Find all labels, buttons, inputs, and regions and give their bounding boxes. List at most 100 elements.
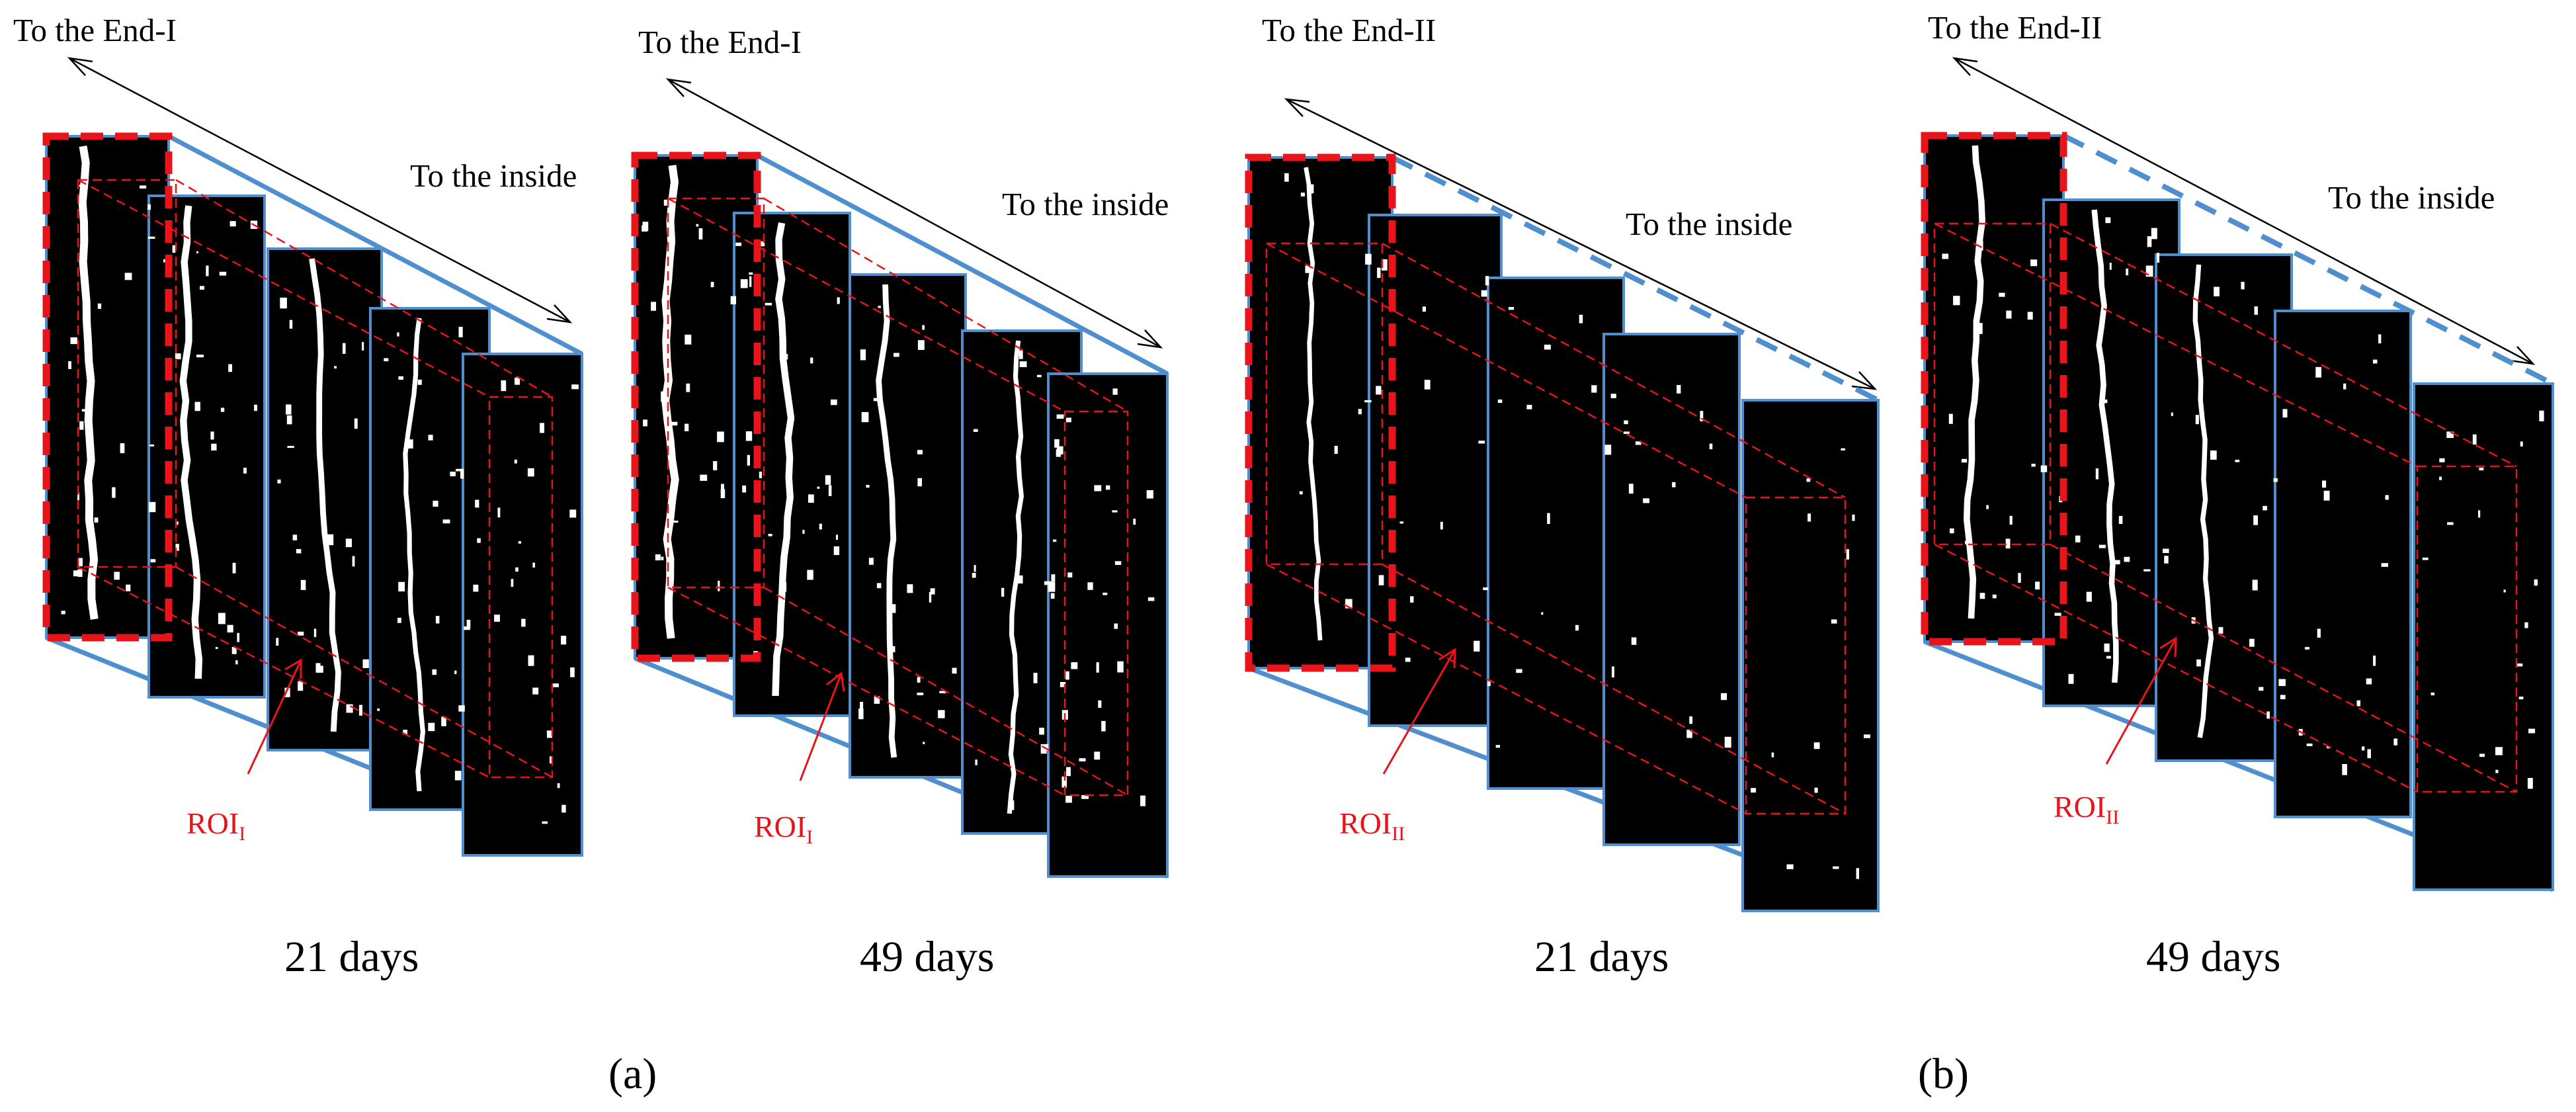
pore-speck <box>114 572 120 580</box>
arrowhead-inside <box>546 304 573 323</box>
stack-b2: To the End-II To the inside ROIII 49 day… <box>1921 9 2554 981</box>
pore-speck <box>362 342 364 351</box>
pore-speck <box>2151 228 2157 239</box>
direction-label: To the End-II <box>1262 12 1436 48</box>
pore-speck <box>515 377 520 385</box>
pore-speck <box>917 340 925 350</box>
pore-speck <box>428 435 433 441</box>
roi-pointer <box>2105 638 2177 765</box>
pore-speck <box>149 444 154 447</box>
arrowhead-end <box>665 78 692 97</box>
pore-speck <box>81 409 89 412</box>
pore-speck <box>540 423 544 433</box>
pore-speck <box>2105 217 2111 224</box>
pore-speck <box>2031 464 2036 467</box>
pore-speck <box>403 730 407 735</box>
pore-speck <box>2446 431 2454 439</box>
pore-speck <box>735 242 742 246</box>
pore-speck <box>833 546 840 555</box>
direction-arrow <box>667 78 1161 349</box>
pore-speck <box>974 565 976 572</box>
pore-speck <box>433 500 438 507</box>
pore-speck <box>466 619 471 628</box>
pore-speck <box>546 730 552 738</box>
pore-speck <box>532 562 535 568</box>
pore-speck <box>1410 596 1414 603</box>
pore-speck <box>1440 521 1443 530</box>
pore-speck <box>61 611 65 615</box>
pore-speck <box>1786 864 1794 869</box>
pore-speck <box>2104 643 2110 652</box>
crack-trace <box>772 222 795 697</box>
pore-speck <box>930 588 935 595</box>
pore-speck <box>1950 528 1954 534</box>
pore-speck <box>298 631 304 636</box>
pore-speck <box>228 364 232 372</box>
pore-speck <box>2054 613 2061 616</box>
pore-speck <box>1831 619 1837 624</box>
pore-speck <box>569 509 577 518</box>
pore-speck <box>354 418 358 429</box>
stack-caption: 49 days <box>860 933 994 981</box>
pore-speck <box>518 541 521 544</box>
pore-speck <box>643 419 647 427</box>
pore-speck <box>2143 569 2151 572</box>
pore-speck <box>2280 695 2286 699</box>
stack-top-edge <box>167 134 583 357</box>
pore-speck <box>1054 439 1059 448</box>
pore-speck <box>477 538 481 543</box>
roi-label: ROIII <box>1339 806 1405 845</box>
pore-speck <box>2479 753 2485 757</box>
ct-slice-3 <box>849 273 967 779</box>
pore-speck <box>346 704 353 713</box>
roi-pointer-head <box>826 671 845 692</box>
pore-speck <box>1033 673 1038 683</box>
pore-speck <box>220 407 225 412</box>
pore-speck <box>1961 458 1968 463</box>
pore-speck <box>175 521 179 525</box>
pore-speck <box>1140 795 1145 806</box>
crack-trace <box>309 258 341 732</box>
pore-speck <box>1056 449 1061 457</box>
pore-speck <box>289 320 293 329</box>
pore-speck <box>243 468 247 474</box>
roi-pointer-head <box>2159 636 2177 658</box>
roi-label: ROII <box>754 810 813 848</box>
ct-slice-4 <box>1602 333 1741 846</box>
roi-pointer <box>1382 649 1456 775</box>
pore-speck <box>352 556 355 567</box>
pore-speck <box>917 677 921 683</box>
pore-speck <box>2164 556 2169 564</box>
pore-speck <box>1977 241 1983 251</box>
pore-speck <box>1147 597 1155 601</box>
pore-speck <box>2327 746 2330 749</box>
pore-speck <box>2317 628 2321 638</box>
pore-speck <box>1953 296 1960 306</box>
pore-speck <box>1117 661 1124 673</box>
pore-speck <box>740 279 748 288</box>
inside-label: To the inside <box>2328 179 2495 216</box>
pore-speck <box>2343 383 2347 390</box>
pore-speck <box>1299 491 1303 495</box>
pore-speck <box>1399 521 1404 524</box>
pore-speck <box>1806 478 1811 482</box>
pore-speck <box>2472 434 2477 445</box>
pore-speck <box>532 687 539 695</box>
crack-trace <box>2091 209 2119 683</box>
pore-speck <box>780 581 787 592</box>
pore-speck <box>1604 445 1612 455</box>
pore-speck <box>2366 678 2372 685</box>
stack-caption: 49 days <box>2146 933 2280 981</box>
pore-speck <box>1852 514 1855 521</box>
pore-speck <box>1700 411 1704 421</box>
ct-slice-1 <box>1923 134 2065 643</box>
pore-speck <box>1948 413 1953 424</box>
pore-speck <box>494 615 500 622</box>
pore-speck <box>973 429 978 432</box>
pore-speck <box>1019 361 1027 367</box>
stack-top-edge <box>2062 133 2554 386</box>
crack-trace <box>876 284 897 758</box>
pore-speck <box>417 379 422 385</box>
pore-speck <box>721 484 724 493</box>
